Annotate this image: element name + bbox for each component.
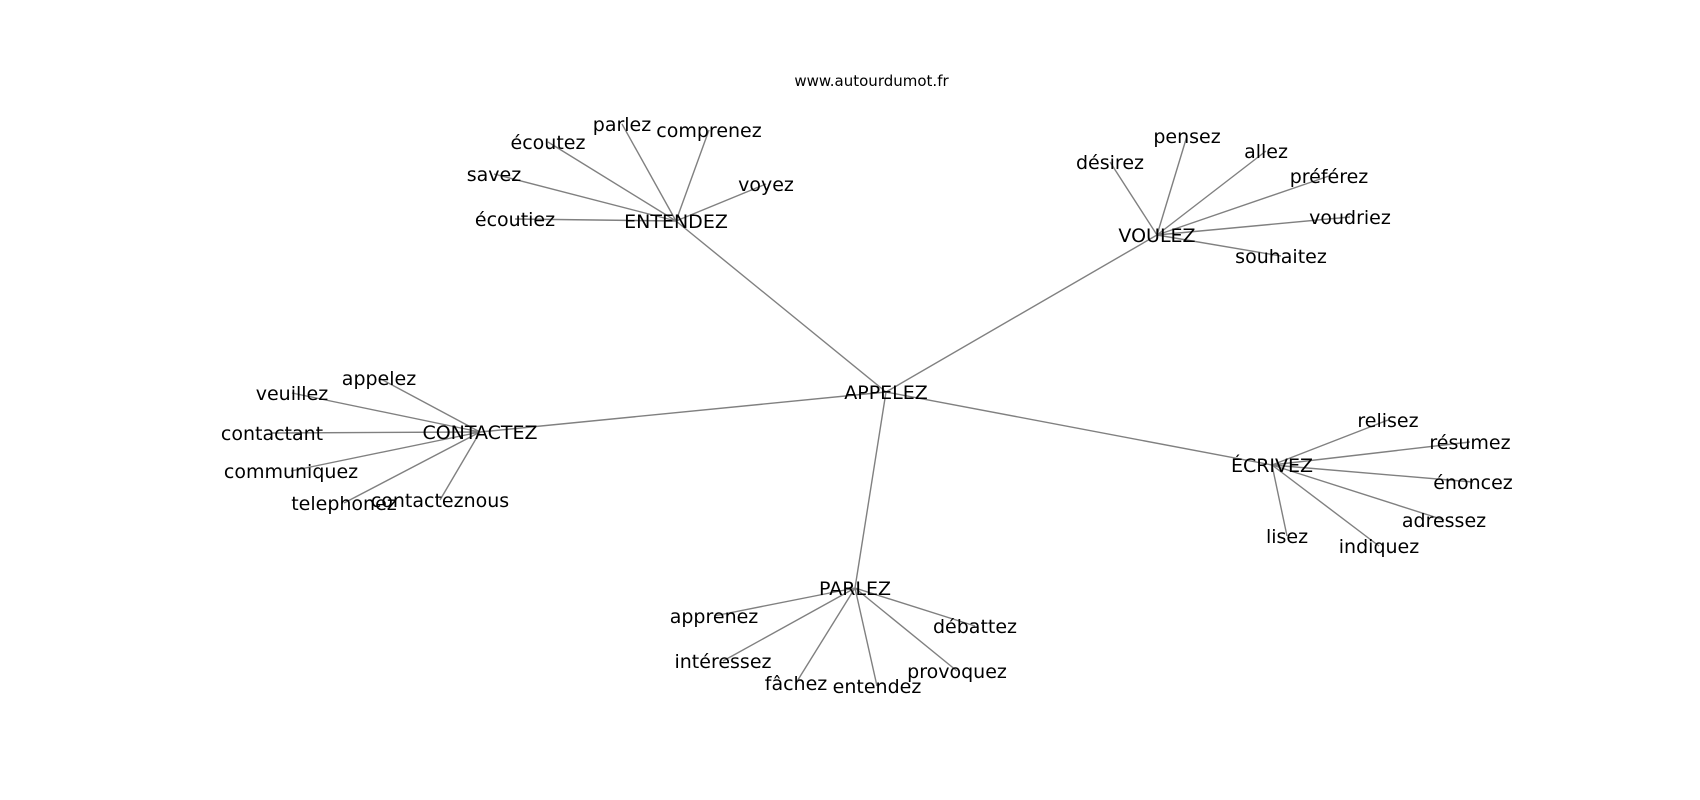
leaf-node-1-0: pensez [1153,126,1220,148]
leaf-node-3-3: adressez [1402,510,1486,532]
leaf-node-0-1: comprenez [656,120,761,142]
leaf-node-1-5: souhaitez [1235,246,1327,268]
edge-hub-3-leaf-0 [1271,419,1389,466]
edge-hub-4-leaf-2 [722,587,856,662]
edge-hub-1-leaf-2 [1109,161,1158,236]
leaf-node-2-5: contacteznous [371,490,509,512]
leaf-node-2-1: veuillez [256,383,329,405]
leaf-node-2-4: telephonez [291,493,397,515]
center-node: APPELEZ [844,382,928,404]
edge-hub-4-leaf-4 [795,587,856,684]
leaf-node-1-1: allez [1244,141,1288,163]
edge-hub-4-leaf-0 [713,587,856,617]
edge-hub-0-leaf-1 [675,129,710,222]
leaf-node-2-2: contactant [221,423,323,445]
leaf-node-1-2: désirez [1076,152,1144,174]
edge-hub-1-leaf-3 [1156,175,1330,236]
edge-hub-2-leaf-0 [378,377,481,433]
edge-center-2 [479,391,887,433]
leaf-node-0-3: savez [467,164,521,186]
edge-hub-4-leaf-1 [854,587,976,627]
leaf-node-3-2: énoncez [1433,472,1513,494]
edge-hub-1-leaf-0 [1156,135,1188,236]
edge-hub-1-leaf-4 [1156,216,1351,236]
edge-hub-2-leaf-4 [343,431,481,504]
hub-node-3: ÉCRIVEZ [1231,454,1313,477]
hub-node-4: PARLEZ [819,578,891,600]
leaf-node-4-5: entendez [833,676,922,698]
edge-hub-3-leaf-1 [1271,441,1471,466]
hub-node-0: ENTENDEZ [624,211,728,233]
leaf-node-4-0: apprenez [670,606,759,628]
leaf-node-4-2: intéressez [674,651,771,673]
leaf-node-0-5: écoutiez [475,209,555,231]
leaf-node-1-4: voudriez [1309,207,1391,229]
edge-center-3 [885,391,1273,466]
leaf-node-4-1: débattez [933,616,1017,638]
leaf-node-3-0: relisez [1357,410,1418,432]
edge-hub-0-leaf-0 [621,123,677,222]
edge-hub-2-leaf-3 [290,431,481,472]
edge-hub-1-leaf-1 [1156,150,1267,236]
leaf-node-0-0: parlez [593,114,651,136]
leaf-node-2-0: appelez [342,368,416,390]
edge-hub-0-leaf-3 [493,173,677,222]
edge-hub-4-leaf-3 [854,587,958,672]
leaf-node-1-3: préférez [1290,166,1369,188]
edge-hub-1-leaf-5 [1156,234,1282,257]
edge-hub-3-leaf-4 [1271,464,1380,547]
edge-hub-3-leaf-5 [1271,464,1288,537]
leaf-node-3-1: résumez [1429,432,1510,454]
edge-hub-2-leaf-2 [271,431,481,434]
hub-node-1: VOULEZ [1118,225,1195,247]
edge-hub-2-leaf-1 [291,392,481,433]
leaf-node-4-4: fâchez [765,673,828,695]
leaf-node-3-4: indiquez [1339,536,1419,558]
leaf-node-3-5: lisez [1266,526,1308,548]
edges-layer [271,123,1474,687]
edge-hub-3-leaf-2 [1271,464,1474,483]
edge-hub-4-leaf-5 [854,587,878,687]
edge-hub-0-leaf-2 [547,141,677,222]
leaf-node-2-3: communiquez [224,461,358,483]
edge-hub-3-leaf-3 [1271,464,1445,521]
edge-center-4 [854,391,887,589]
edge-hub-2-leaf-5 [439,431,481,501]
edge-center-1 [885,234,1158,393]
leaf-node-0-4: voyez [738,174,794,196]
hub-node-2: CONTACTEZ [422,422,537,444]
edge-center-0 [675,220,887,393]
leaf-node-0-2: écoutez [511,132,586,154]
leaf-node-4-3: provoquez [907,661,1007,683]
site-watermark: www.autourdumot.fr [794,72,949,90]
edge-hub-0-leaf-5 [514,218,677,222]
edge-hub-0-leaf-4 [675,183,767,222]
